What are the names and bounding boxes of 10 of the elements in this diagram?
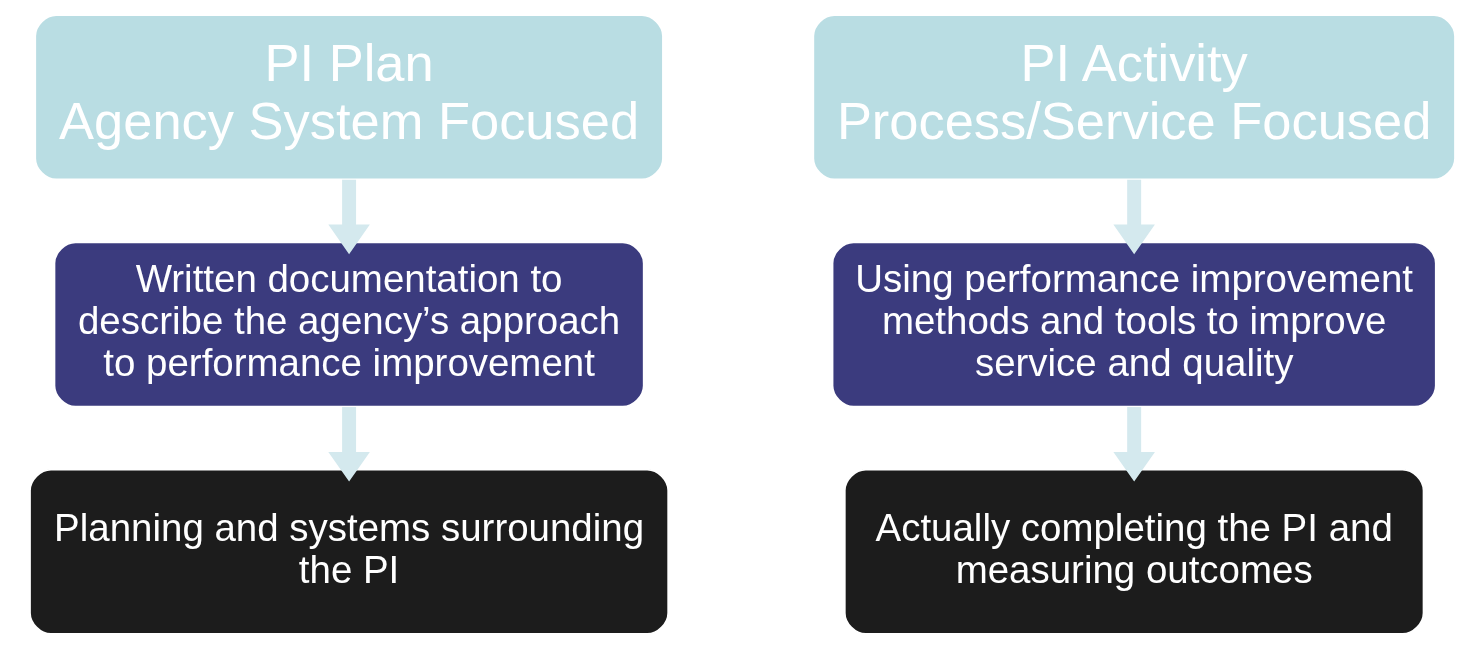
arrow — [1112, 179, 1155, 255]
node-box: PI Activity Process/Service Focused — [811, 14, 1456, 181]
arrow — [1112, 407, 1155, 482]
node-box: PI Plan Agency System Focused — [33, 14, 664, 181]
arrow — [327, 407, 370, 482]
node-box: Using performance improvement methods and tools to improve service and quality — [831, 241, 1437, 408]
arrow — [327, 179, 370, 255]
node-box: Actually completing the PI and measuring outcomes — [843, 468, 1424, 635]
node-box: Written documentation to describe the agency’s approach to performance improvement — [53, 241, 645, 408]
node-box: Planning and systems surrounding the PI — [28, 468, 669, 635]
